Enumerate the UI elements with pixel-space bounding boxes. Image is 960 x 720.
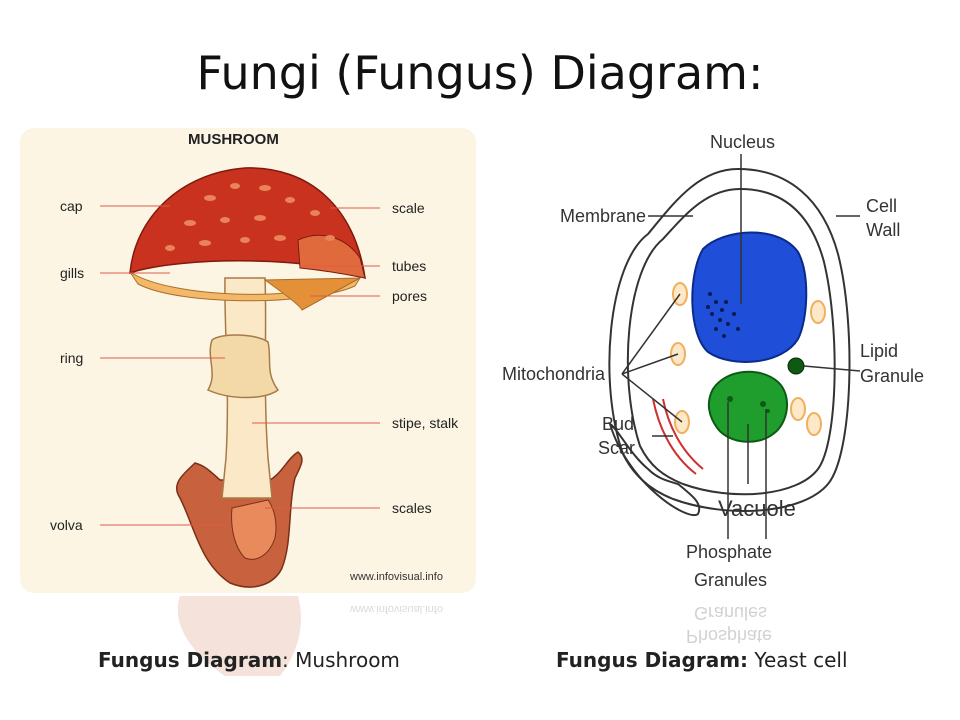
caption-yeast-rest: Yeast cell bbox=[748, 648, 848, 672]
caption-yeast-bold: Fungus Diagram: bbox=[556, 648, 749, 672]
bud bbox=[608, 421, 701, 517]
nucleus bbox=[691, 231, 808, 363]
cell-membrane bbox=[626, 187, 836, 496]
label-nucleus: Nucleus bbox=[710, 132, 775, 152]
label-bud-1: Bud bbox=[602, 414, 634, 434]
label-scale: scale bbox=[392, 200, 425, 216]
caption-mushroom-bold: Fungus Diagram bbox=[98, 648, 283, 672]
yeast-cell-illustration: Nucleus Membrane Cell Wall Mitochondria … bbox=[502, 132, 924, 590]
watermark-reflection: www.infovisual.info bbox=[349, 603, 443, 615]
yeast-reflection: Granules Phosphate bbox=[498, 602, 930, 662]
nucleus-chromatin bbox=[706, 292, 740, 338]
label-mitochondria: Mitochondria bbox=[502, 364, 606, 384]
label-vacuole: Vacuole bbox=[718, 496, 796, 521]
ring-shape bbox=[206, 334, 280, 399]
label-ring: ring bbox=[60, 350, 83, 366]
cap-cut-section bbox=[297, 234, 366, 279]
mitochondria-group bbox=[670, 282, 826, 436]
label-bud-2: Scar bbox=[598, 438, 635, 458]
lipid-granule bbox=[787, 357, 805, 375]
label-lipid-2: Granule bbox=[860, 366, 924, 386]
caption-yeast: Fungus Diagram: Yeast cell bbox=[556, 648, 848, 672]
slide-title: Fungi (Fungus) Diagram: bbox=[196, 46, 764, 100]
reflection-graphic: www.infovisual.info bbox=[177, 596, 443, 676]
label-cell-wall-1: Cell bbox=[866, 196, 897, 216]
label-lines bbox=[100, 205, 380, 526]
label-pores: pores bbox=[392, 288, 427, 304]
label-phosphate-2: Granules bbox=[694, 570, 767, 590]
pores-shape bbox=[263, 277, 361, 311]
mitochondrion-5 bbox=[790, 397, 806, 421]
mushroom-diagram-panel: MUSHROOM bbox=[20, 128, 476, 593]
label-cap: cap bbox=[60, 198, 83, 214]
bud-scar-line-1 bbox=[652, 398, 697, 475]
bud-scar-line-2 bbox=[662, 398, 704, 470]
yeast-leader-lines bbox=[621, 154, 861, 539]
label-volva: volva bbox=[50, 517, 83, 533]
cap-scales bbox=[165, 183, 335, 251]
caption-mushroom-rest: : Mushroom bbox=[282, 648, 400, 672]
mushroom-illustration: MUSHROOM bbox=[50, 131, 459, 588]
caption-mushroom: Fungus Diagram: Mushroom bbox=[98, 648, 400, 672]
label-membrane: Membrane bbox=[560, 206, 646, 226]
watermark: www.infovisual.info bbox=[349, 571, 443, 583]
label-scales: scales bbox=[392, 500, 432, 516]
yeast-diagram-panel: Nucleus Membrane Cell Wall Mitochondria … bbox=[498, 124, 930, 604]
label-phosphate-1: Phosphate bbox=[686, 542, 772, 562]
label-lipid-1: Lipid bbox=[860, 341, 898, 361]
label-tubes: tubes bbox=[392, 258, 426, 274]
mitochondrion-4 bbox=[810, 300, 826, 324]
label-cell-wall-2: Wall bbox=[866, 220, 900, 240]
mitochondrion-6 bbox=[806, 412, 822, 436]
volva-inner bbox=[231, 499, 277, 560]
phosphate-granules bbox=[727, 396, 770, 413]
phosphate-2-reflection: Granules bbox=[694, 603, 767, 623]
mushroom-reflection: www.infovisual.info bbox=[20, 596, 476, 696]
mushroom-heading: MUSHROOM bbox=[188, 131, 279, 148]
label-gills: gills bbox=[60, 265, 84, 281]
label-stipe: stipe, stalk bbox=[392, 415, 459, 431]
yeast-reflection-graphic: Granules Phosphate bbox=[686, 603, 772, 646]
phosphate-1-reflection: Phosphate bbox=[686, 626, 772, 646]
